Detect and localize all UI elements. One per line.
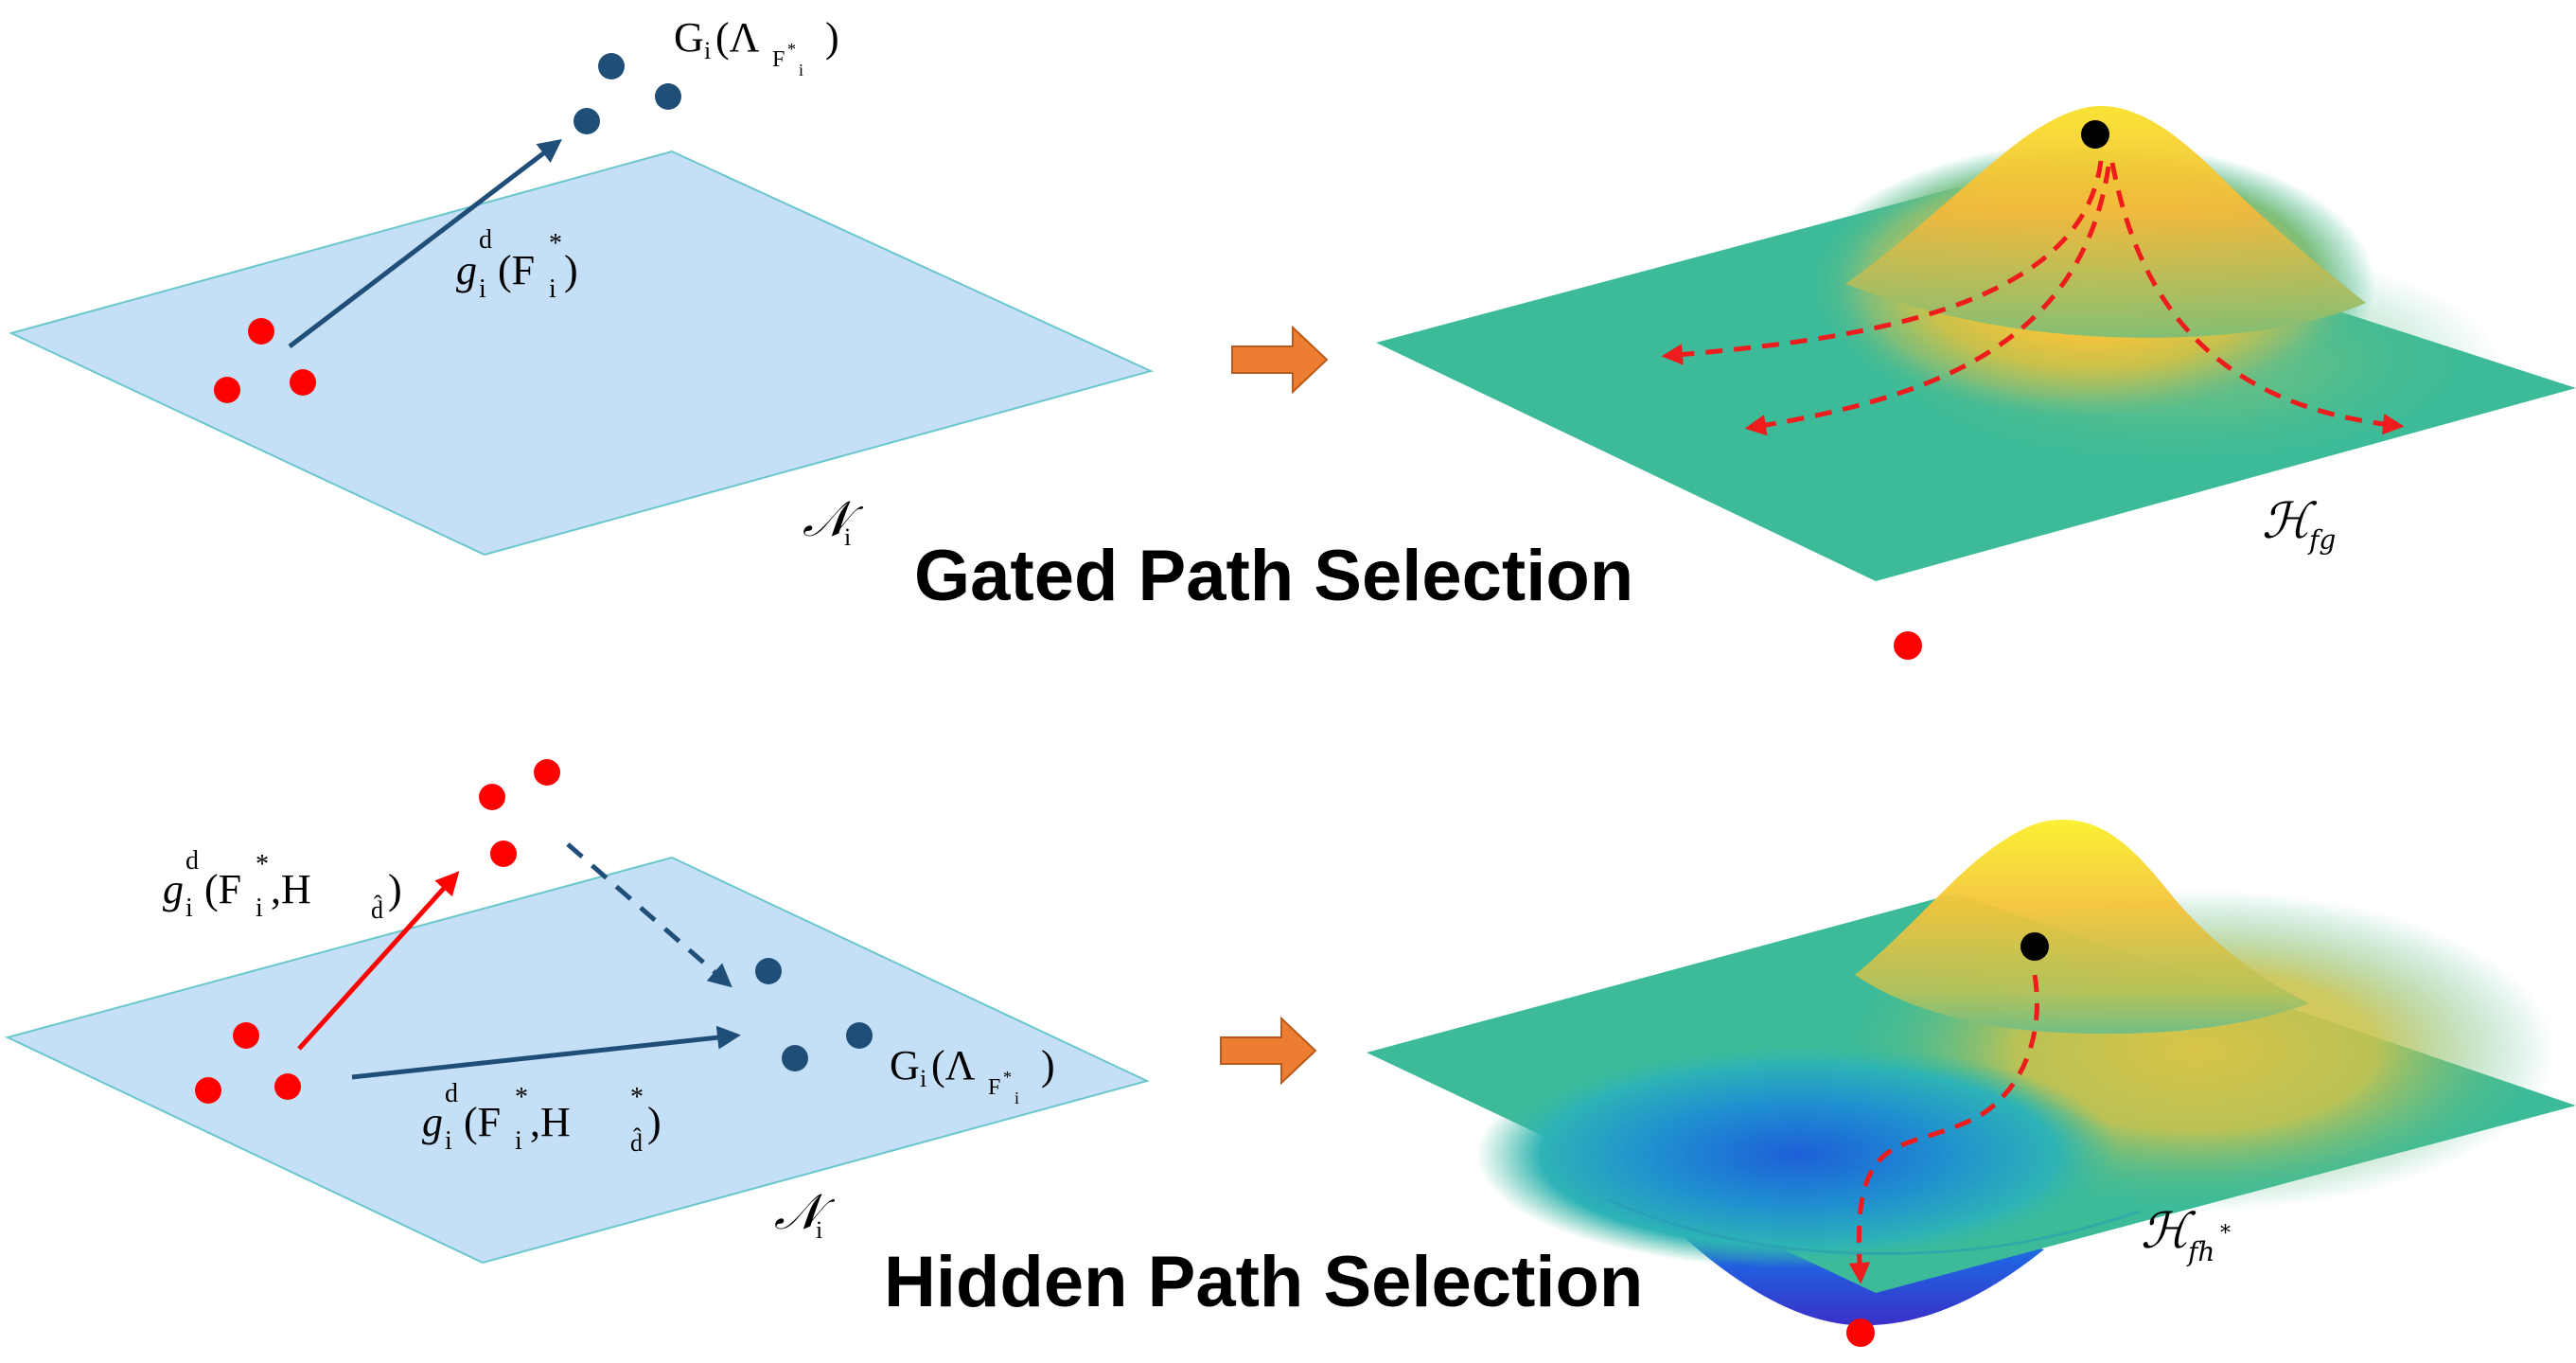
top-cluster-points [573,53,681,134]
bottom-cluster-point [782,1045,808,1071]
top-surface-peak [1845,106,2366,338]
bottom-peak-point [2020,932,2049,961]
top-cluster-point [655,83,681,110]
bottom-panel: g d i (F * i ,H d̂ ) g d i (F * i ,H * d… [5,759,2576,1347]
top-stray-point [1894,631,1922,660]
top-panel: g d i (F * i ) G i (Λ F * i ) 𝒩 i Gated … [9,14,2576,660]
bottom-cluster-point [755,958,782,984]
bottom-minimum-point [1846,1319,1875,1347]
top-manifold-plane [9,150,1154,557]
bottom-plane-label: 𝒩 i [774,1184,837,1244]
top-arrow-label: g d i (F * i ) [456,211,578,307]
top-surface-label: ℋ fg [2262,493,2336,556]
bottom-navy-arrow-label: g d i (F * i ,H * d̂ ) [422,1065,662,1160]
top-descent-path [2109,162,2405,435]
bottom-red-arrow-label: g d i (F * i ,H d̂ ) [163,832,402,928]
bottom-input-point [274,1073,301,1100]
bottom-red-arrow [297,871,460,1051]
bottom-cluster-points [755,958,873,1071]
top-input-point [214,377,240,403]
top-energy-surface [1376,106,2576,581]
bottom-input-point [195,1077,221,1104]
top-title: Gated Path Selection [914,536,1633,616]
top-descent-path [1661,160,2104,365]
bottom-hidden-point [479,784,505,810]
top-mapping-arrow [288,138,562,348]
top-input-point [248,318,274,345]
bottom-input-points [195,1022,301,1104]
top-peak-point [2081,120,2109,149]
bottom-cluster-point [846,1022,873,1049]
bottom-surface-blue-basin [1476,1041,2120,1268]
top-transition-arrow [1231,325,1329,395]
bottom-hidden-point [534,759,560,786]
top-cluster-point [573,108,600,134]
top-descent-paths [1661,160,2405,436]
top-input-point [290,369,316,396]
bottom-energy-surface [1367,820,2576,1326]
bottom-cluster-label: G i (Λ F * i ) [890,1042,1055,1113]
bottom-surface-label: ℋ fh * [2141,1203,2231,1273]
bottom-manifold-plane [5,856,1150,1265]
bottom-hidden-points [479,759,560,867]
bottom-navy-arrow [351,1025,741,1080]
top-plane-label: 𝒩 i [803,491,865,551]
bottom-transition-arrow [1220,1016,1317,1086]
bottom-title: Hidden Path Selection [884,1242,1643,1322]
bottom-dashed-arrow [566,842,732,988]
bottom-input-point [233,1022,259,1049]
top-descent-path [1744,166,2111,436]
top-cluster-point [598,53,625,80]
bottom-hidden-point [490,841,517,867]
top-input-points [214,318,316,403]
top-cluster-label: G i (Λ F * i ) [674,14,839,85]
bottom-surface-basin-rim [1608,1198,2140,1255]
bottom-surface-peak [1855,820,2309,1035]
